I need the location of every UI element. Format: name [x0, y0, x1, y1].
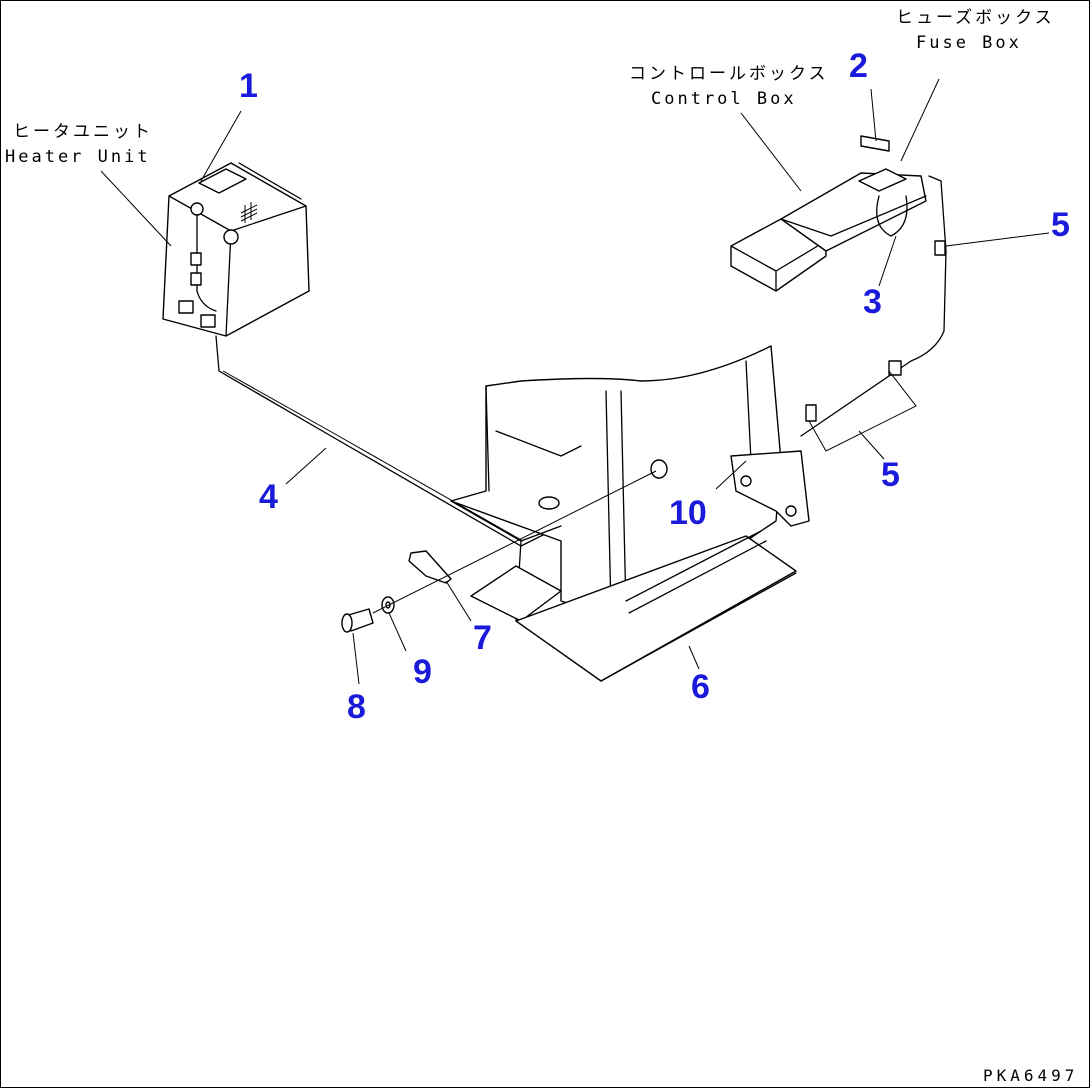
callout-5-upper: 5	[1051, 206, 1070, 244]
callout-2: 2	[849, 47, 868, 85]
bolt-assembly-drawing	[341, 470, 657, 633]
heater-unit-drawing	[162, 162, 310, 337]
callout-1: 1	[239, 67, 258, 105]
heater-unit-label-en: Heater Unit	[5, 147, 151, 167]
callout-8: 8	[347, 688, 366, 726]
harness-5-drawing	[800, 175, 947, 437]
callout-7: 7	[473, 619, 492, 657]
control-box-label-jp: コントロールボックス	[629, 64, 829, 84]
main-frame-drawing	[450, 345, 810, 682]
callout-9: 9	[413, 653, 432, 691]
control-box-label-en: Control Box	[651, 89, 797, 109]
fuse-box-label-en: Fuse Box	[916, 33, 1022, 53]
control-box-drawing	[730, 135, 927, 292]
leader-lines	[100, 78, 1050, 685]
callout-10: 10	[669, 494, 707, 532]
callout-6: 6	[691, 668, 710, 706]
callout-3: 3	[863, 283, 882, 321]
heater-unit-label-jp: ヒータユニット	[13, 122, 153, 142]
callout-5-lower: 5	[881, 456, 900, 494]
drawing-code: PKA6497	[983, 1066, 1078, 1085]
fuse-box-label-jp: ヒューズボックス	[896, 8, 1055, 28]
callout-4: 4	[259, 478, 278, 516]
